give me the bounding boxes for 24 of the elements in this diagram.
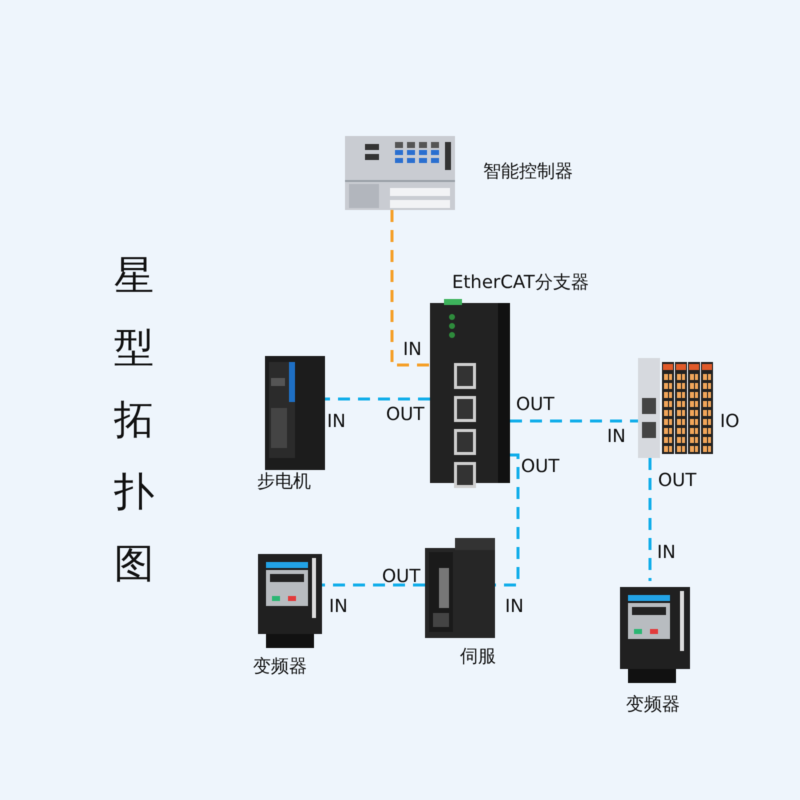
port-label: OUT	[658, 471, 696, 491]
cable-line	[648, 458, 652, 581]
device-label: IO	[720, 412, 740, 432]
port-label: OUT	[516, 395, 554, 415]
title: 星型拓扑图	[114, 252, 155, 589]
port-label: IN	[403, 340, 422, 360]
port-label: IN	[327, 412, 346, 432]
cable-line	[510, 420, 638, 422]
device-label: 步电机	[257, 472, 311, 492]
device-label: EtherCAT分支器	[452, 273, 589, 293]
cable-line	[325, 398, 430, 400]
cable-line	[390, 210, 430, 366]
port-label: IN	[657, 543, 676, 563]
device-label: 变频器	[253, 657, 307, 677]
port-label: IN	[505, 597, 524, 617]
device-label: 伺服	[460, 647, 496, 667]
port-label: IN	[607, 427, 626, 447]
device-label: 变频器	[626, 695, 680, 715]
port-label: IN	[329, 597, 348, 617]
device-label: 智能控制器	[483, 162, 573, 182]
port-label: OUT	[521, 457, 560, 477]
port-label: OUT	[386, 405, 424, 425]
cable-line	[322, 584, 425, 586]
port-label: OUT	[382, 567, 420, 587]
